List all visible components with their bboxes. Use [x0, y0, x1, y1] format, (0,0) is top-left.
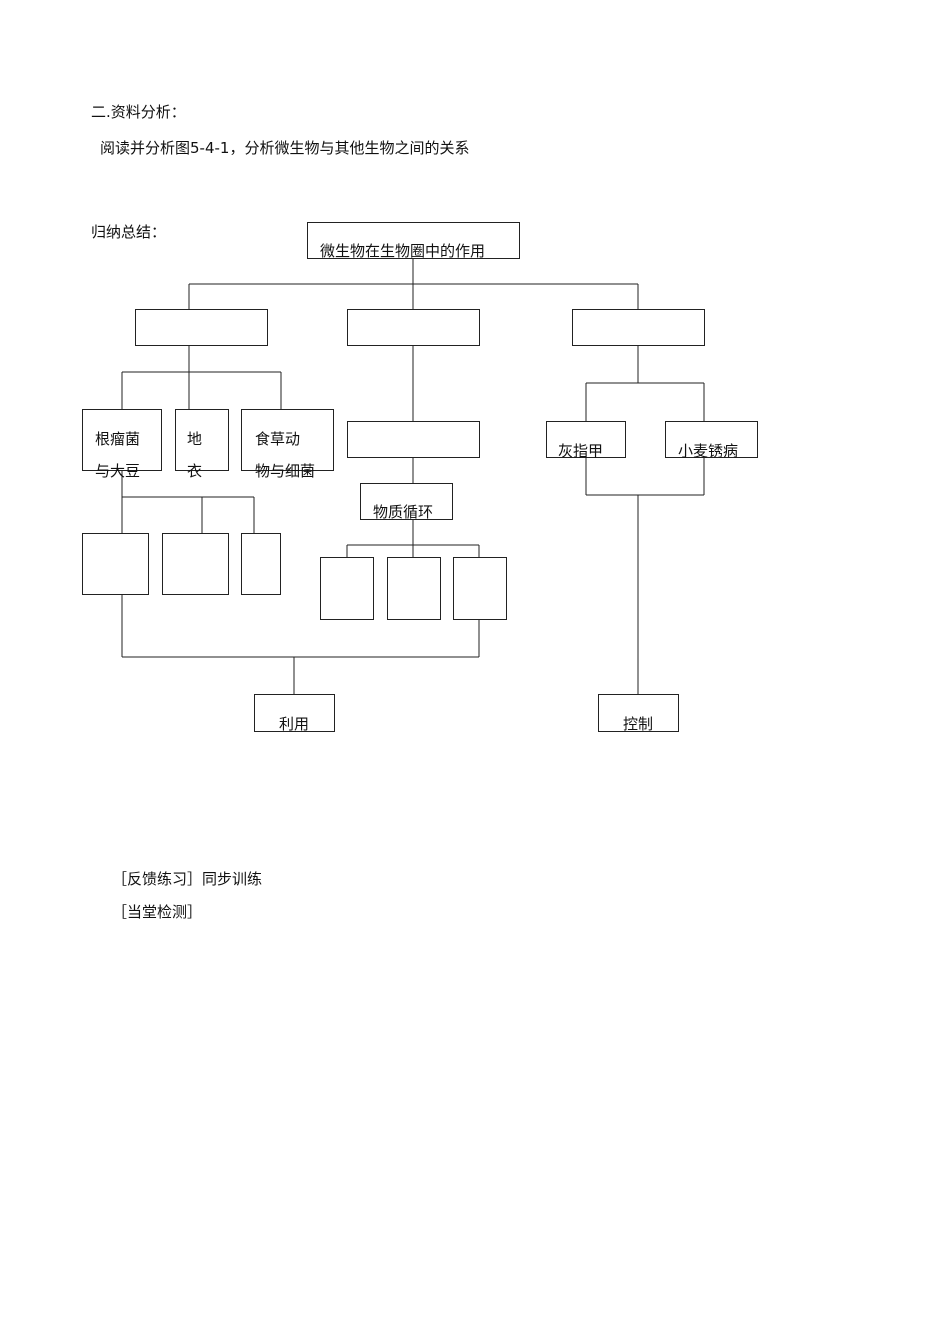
lichen-label-line1: 地	[187, 430, 203, 448]
root-label: 微生物在生物圈中的作用	[320, 242, 486, 260]
lichen-box	[175, 409, 229, 471]
herbivore-box	[241, 409, 334, 471]
left-blank-box-1	[82, 533, 149, 595]
wheat-rust-box	[665, 421, 758, 458]
rhizobia-label-line2: 与大豆	[95, 462, 141, 480]
instruction-text: 阅读并分析图5-4-1，分析微生物与其他生物之间的关系	[100, 139, 470, 157]
control-box	[598, 694, 679, 732]
rhizobia-box	[82, 409, 162, 471]
left-blank-box-3	[241, 533, 281, 595]
onychomycosis-box	[546, 421, 626, 458]
wheat-rust-label: 小麦锈病	[678, 442, 739, 460]
onychomycosis-label: 灰指甲	[558, 442, 604, 460]
left-blank-box-2	[162, 533, 229, 595]
branch-middle-box	[347, 309, 480, 346]
branch-right-box	[572, 309, 705, 346]
use-box	[254, 694, 335, 732]
herbivore-label-line2: 物与细菌	[255, 462, 316, 480]
material-cycle-box	[360, 483, 453, 520]
section-heading: 二.资料分析：	[91, 103, 186, 121]
diagram-connectors	[121, 258, 705, 694]
use-label: 利用	[279, 715, 310, 733]
middle-blank-box-1	[320, 557, 374, 620]
root-box	[307, 222, 520, 259]
middle-blank-box	[347, 421, 480, 458]
middle-blank-box-3	[453, 557, 507, 620]
branch-left-box	[135, 309, 268, 346]
middle-blank-box-2	[387, 557, 441, 620]
feedback-practice-line: ［反馈练习］同步训练	[112, 870, 263, 888]
lichen-label-line2: 衣	[187, 462, 203, 480]
classroom-test-line: ［当堂检测］	[112, 903, 203, 921]
rhizobia-label-line1: 根瘤菌	[95, 430, 141, 448]
summary-label: 归纳总结：	[91, 223, 167, 241]
herbivore-label-line1: 食草动	[255, 430, 301, 448]
control-label: 控制	[623, 715, 654, 733]
material-cycle-label: 物质循环	[373, 503, 434, 521]
